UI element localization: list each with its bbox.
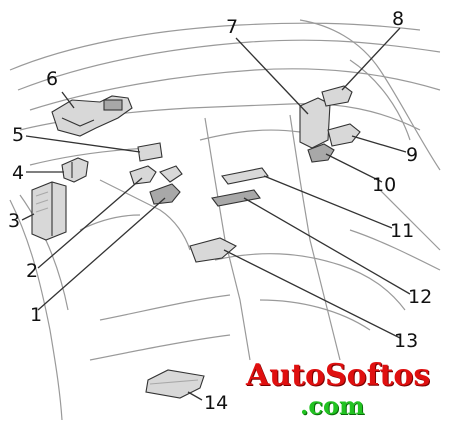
leader-5 bbox=[25, 135, 141, 153]
callout-9: 9 bbox=[406, 144, 419, 166]
watermark-dotcom: .com bbox=[300, 391, 365, 420]
callout-11: 11 bbox=[390, 220, 415, 242]
parts bbox=[31, 85, 361, 399]
leader-6 bbox=[61, 91, 75, 109]
part-3-ecu bbox=[31, 181, 67, 241]
part-5-module bbox=[137, 142, 163, 162]
leader-9 bbox=[351, 135, 407, 153]
leader-12 bbox=[243, 197, 411, 295]
callout-5: 5 bbox=[12, 124, 25, 146]
part-7-module bbox=[299, 97, 331, 149]
leader-3 bbox=[21, 213, 35, 221]
part-4-bracket bbox=[61, 157, 89, 183]
callout-14: 14 bbox=[204, 392, 229, 414]
callout-2: 2 bbox=[26, 260, 39, 282]
callout-6: 6 bbox=[46, 68, 59, 90]
part-2-connector bbox=[129, 165, 157, 185]
callout-10: 10 bbox=[372, 174, 397, 196]
part-14-box bbox=[145, 369, 205, 399]
leader-14 bbox=[187, 391, 203, 401]
part-10-connector bbox=[307, 143, 335, 163]
callout-4: 4 bbox=[12, 162, 25, 184]
part-11-panel bbox=[221, 167, 269, 185]
watermark-autosoftos: AutoSoftos bbox=[246, 358, 431, 393]
part-12-panel bbox=[211, 189, 261, 207]
leader-2 bbox=[37, 177, 143, 269]
callout-8: 8 bbox=[392, 8, 405, 30]
callout-7: 7 bbox=[226, 16, 239, 38]
part-6-relay-block bbox=[51, 95, 133, 137]
callout-12: 12 bbox=[408, 286, 433, 308]
leader-13 bbox=[223, 249, 401, 339]
callout-1: 1 bbox=[30, 304, 43, 326]
leader-lines bbox=[21, 27, 411, 401]
leader-8 bbox=[341, 27, 401, 91]
leader-10 bbox=[325, 153, 383, 183]
part-9-relay bbox=[327, 123, 361, 147]
part-8-relay bbox=[321, 85, 353, 107]
leader-1 bbox=[37, 197, 166, 311]
leader-7 bbox=[235, 37, 309, 115]
callout-3: 3 bbox=[8, 210, 21, 232]
callout-13: 13 bbox=[394, 330, 419, 352]
leader-11 bbox=[263, 175, 393, 229]
part-1-connector bbox=[149, 165, 183, 205]
